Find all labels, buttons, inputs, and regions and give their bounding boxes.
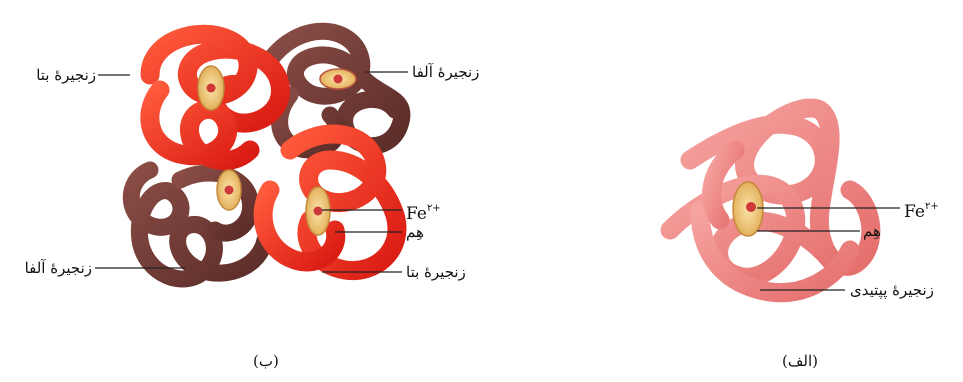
fe-charge-a: ۲+: [924, 201, 939, 212]
fe-charge-b: ۲+: [426, 203, 441, 214]
label-heme-a: هِم: [863, 222, 881, 240]
label-fe-b: Fe۲+: [406, 203, 441, 224]
label-peptide-chain: زنجیرهٔ پپتیدی: [850, 281, 934, 299]
beta-chain-bottom-shape: [253, 124, 407, 281]
peptide-chain-shape: [660, 98, 881, 303]
alpha-chain-bottom-shape: [122, 161, 274, 288]
label-alpha-chain-bottom: زنجیرهٔ آلفا: [24, 259, 92, 277]
heme-group-b: [197, 65, 357, 236]
label-heme-b: هِم: [406, 223, 424, 241]
caption-a: (الف): [782, 352, 818, 370]
leader-lines: [95, 71, 900, 291]
caption-b: (ب): [253, 352, 279, 370]
beta-chain-top-shape: [140, 24, 290, 171]
label-alpha-chain-top: زنجیرهٔ آلفا: [412, 63, 480, 81]
label-beta-chain-top: زنجیرهٔ بتا: [36, 66, 96, 84]
label-beta-chain-bottom: زنجیرهٔ بتا: [406, 263, 466, 281]
heme-a: [732, 181, 764, 237]
label-fe-a: Fe۲+: [904, 201, 939, 222]
